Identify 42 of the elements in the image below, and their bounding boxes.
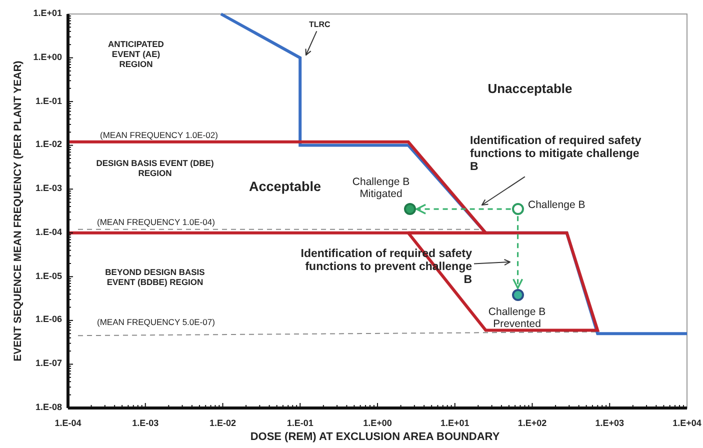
point-label: Challenge B Prevented: [487, 306, 547, 330]
point-marker: [512, 203, 524, 216]
tick-label: 1.E-02: [208, 418, 238, 428]
leader-line: [481, 176, 526, 206]
tick-label: 1.E-02: [34, 139, 62, 150]
arrow: [416, 204, 511, 214]
region-label: BEYOND DESIGN BASIS EVENT (BDBE) REGION: [105, 268, 205, 288]
tick-label: 1.E+03: [594, 418, 626, 428]
tick-label: 1.E+04: [672, 418, 702, 428]
region-label: Acceptable: [248, 179, 322, 195]
tick-label: 1.E-06: [34, 314, 62, 325]
tick-label: 1.E+01: [32, 8, 62, 18]
annotation-text: Identification of required safety functions to mitigate challenge B: [470, 135, 646, 175]
annotation-text: TLRC: [309, 20, 330, 30]
tick-label: 1.E-04: [54, 418, 82, 428]
point-marker: [512, 289, 524, 302]
point-label: Challenge B Mitigated: [351, 176, 411, 200]
point-label: Challenge B: [528, 199, 586, 212]
tick-label: 1.E-01: [34, 96, 62, 106]
tick-label: 1.E-01: [286, 418, 314, 428]
tick-label: 1.E+02: [516, 418, 548, 428]
point-marker: [404, 203, 416, 216]
frequency-note: (MEAN FREQUENCY 1.0E-04): [97, 218, 215, 228]
tick-label: 1.E+00: [362, 418, 393, 428]
axis-title: EVENT SEQUENCE MEAN FREQUENCY (PER PLANT YEAR): [12, 60, 24, 364]
frequency-note: (MEAN FREQUENCY 1.0E-02): [100, 131, 218, 141]
tick-label: 1.E-04: [34, 226, 62, 238]
frequency-note: (MEAN FREQUENCY 5.0E-07): [97, 318, 215, 328]
tick-label: 1.E-05: [34, 270, 62, 281]
tick-label: 1.E-03: [131, 418, 160, 428]
region-label: Unacceptable: [486, 82, 574, 97]
region-label: DESIGN BASIS EVENT (DBE) REGION: [95, 159, 215, 179]
leader-line: [305, 30, 318, 56]
leader-line: [474, 258, 511, 266]
tick-label: 1.E-08: [34, 402, 62, 412]
region-label: ANTICIPATED EVENT (AE) REGION: [107, 40, 165, 70]
tick-label: 1.E-03: [34, 183, 62, 194]
tick-label: 1.E+00: [32, 52, 62, 62]
tick-label: 1.E-07: [34, 358, 62, 369]
arrow: [512, 216, 524, 289]
tick-label: 1.E+01: [439, 418, 470, 428]
axis-title: DOSE (REM) AT EXCLUSION AREA BOUNDARY: [249, 431, 501, 444]
